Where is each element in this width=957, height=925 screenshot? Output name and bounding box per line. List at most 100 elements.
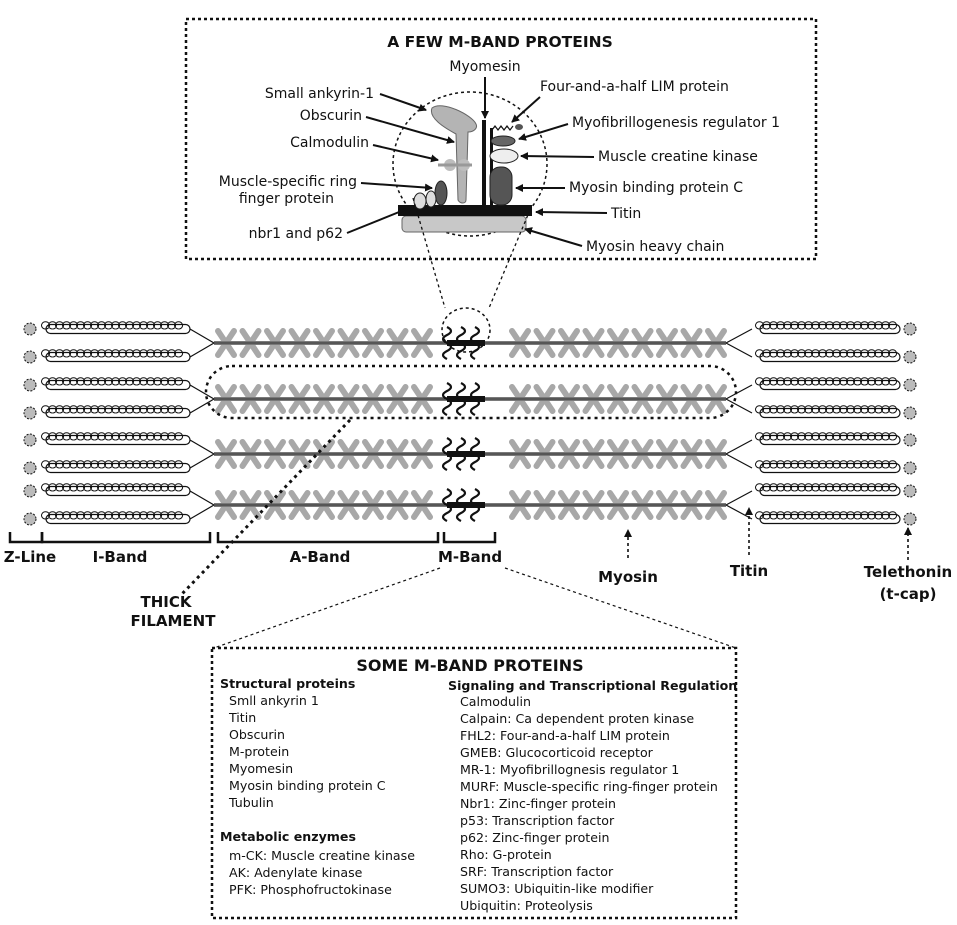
titin-coil-outline — [45, 485, 191, 497]
label-mr1: Myofibrillogenesis regulator 1 — [572, 115, 780, 131]
mybpc-shape — [489, 166, 513, 206]
titin-coil-outline — [759, 513, 901, 525]
myomesin-shape — [482, 120, 486, 206]
structural-item: Titin — [228, 710, 256, 725]
titin-coil-outline — [759, 434, 901, 446]
telethonin-cap — [903, 350, 917, 364]
signaling-item: MURF: Muscle-specific ring-finger protei… — [460, 779, 718, 794]
murf-shape — [434, 180, 448, 206]
telethonin-cap — [903, 433, 917, 447]
annotation-filament: FILAMENT — [131, 612, 217, 630]
titin-coil-outline — [759, 407, 901, 419]
label-mhc: Myosin heavy chain — [586, 239, 724, 255]
titin-coil-outline — [45, 462, 191, 474]
label-murf-line2: finger protein — [239, 191, 334, 207]
titin-coil — [755, 460, 898, 469]
signaling-item: Calpain: Ca dependent proten kinase — [460, 711, 694, 726]
obscurin-shape — [430, 105, 477, 204]
mck-shape — [489, 148, 519, 164]
telethonin-cap — [23, 461, 37, 475]
titin-coil — [755, 511, 898, 520]
structural-item: M-protein — [229, 744, 289, 759]
signaling-item: p53: Transcription factor — [460, 813, 615, 828]
bottom-callout-title: SOME M-BAND PROTEINS — [356, 656, 583, 675]
titin-coil-outline — [45, 513, 191, 525]
telethonin-cap — [23, 322, 37, 336]
telethonin-cap — [903, 406, 917, 420]
m-band-highlight — [441, 307, 491, 353]
titin-coil — [41, 511, 184, 520]
telethonin-cap — [23, 378, 37, 392]
titin-coil — [41, 349, 184, 358]
signaling-item: GMEB: Glucocorticoid receptor — [460, 745, 654, 760]
calmodulin-shape — [438, 159, 472, 171]
nbr1-shape — [413, 192, 427, 210]
signaling-item: Ubiquitin: Proteolysis — [460, 898, 593, 913]
band-m-band: M-Band — [438, 548, 502, 566]
titin-coil — [755, 405, 898, 414]
annotation-tcap: (t-cap) — [880, 585, 937, 603]
structural-item: Tubulin — [228, 795, 274, 810]
label-mybpc: Myosin binding protein C — [569, 180, 743, 196]
label-titin: Titin — [610, 206, 641, 222]
telethonin-cap — [23, 512, 37, 526]
sarcomere-row — [23, 321, 917, 364]
m-band-cluster — [441, 382, 485, 416]
telethonin-cap — [23, 433, 37, 447]
signaling-header: Signaling and Transcriptional Regulation — [448, 678, 737, 693]
telethonin-cap — [903, 322, 917, 336]
bottom-callout: SOME M-BAND PROTEINS Structural proteins… — [210, 646, 738, 920]
label-small-ankyrin: Small ankyrin-1 — [265, 86, 374, 102]
structural-item: Myosin binding protein C — [229, 778, 386, 793]
metabolic-item: AK: Adenylate kinase — [229, 865, 363, 880]
titin-coil — [41, 405, 184, 414]
titin-coil — [755, 321, 898, 330]
sarcomere-row — [23, 483, 917, 526]
titin-coil-outline — [45, 351, 191, 363]
signaling-item: Rho: G-protein — [460, 847, 552, 862]
annotation-telethonin: Telethonin — [864, 563, 952, 581]
signaling-item: MR-1: Myofibrillognesis regulator 1 — [460, 762, 679, 777]
signaling-item: SUMO3: Ubiquitin-like modifier — [460, 881, 654, 896]
annotation-myosin: Myosin — [598, 568, 658, 586]
titin-coil — [755, 483, 898, 492]
band-brackets — [8, 532, 497, 544]
titin-coil — [755, 349, 898, 358]
thick-filament-highlight — [204, 364, 738, 420]
annotation-titin: Titin — [730, 562, 768, 580]
telethonin-cap — [903, 512, 917, 526]
m-band-cluster — [441, 326, 485, 360]
titin-coil-outline — [759, 485, 901, 497]
m-band-cluster — [441, 437, 485, 471]
bottom-callout-frame — [210, 646, 738, 920]
label-mck: Muscle creatine kinase — [598, 149, 758, 165]
telethonin-cap — [23, 350, 37, 364]
band-z-line: Z-Line — [4, 548, 56, 566]
titin-coil — [41, 377, 184, 386]
label-myomesin: Myomesin — [449, 59, 520, 75]
annotation-thick: THICK — [141, 593, 193, 611]
label-calmodulin: Calmodulin — [290, 135, 369, 151]
label-fhl: Four-and-a-half LIM protein — [540, 79, 729, 95]
myosin-heavy-chain-shape — [401, 215, 527, 233]
mr1-shape — [490, 135, 516, 147]
titin-coil-outline — [45, 379, 191, 391]
metabolic-item: PFK: Phosphofructokinase — [229, 882, 392, 897]
fhl-shape — [491, 125, 514, 131]
titin-coil-outline — [45, 323, 191, 335]
band-a-band: A-Band — [290, 548, 351, 566]
telethonin-cap — [23, 484, 37, 498]
band-i-band: I-Band — [93, 548, 148, 566]
metabolic-item: m-CK: Muscle creatine kinase — [229, 848, 415, 863]
titin-coil-outline — [45, 407, 191, 419]
signaling-item: SRF: Transcription factor — [460, 864, 614, 879]
sarcomere-row — [23, 432, 917, 475]
titin-coil — [41, 483, 184, 492]
top-callout-title: A FEW M-BAND PROTEINS — [387, 33, 613, 51]
label-nbr1: nbr1 and p62 — [249, 226, 343, 242]
label-murf-line1: Muscle-specific ring — [219, 174, 357, 190]
sarcomere-row — [23, 377, 917, 420]
label-obscurin: Obscurin — [300, 108, 362, 124]
signaling-item: FHL2: Four-and-a-half LIM protein — [460, 728, 670, 743]
